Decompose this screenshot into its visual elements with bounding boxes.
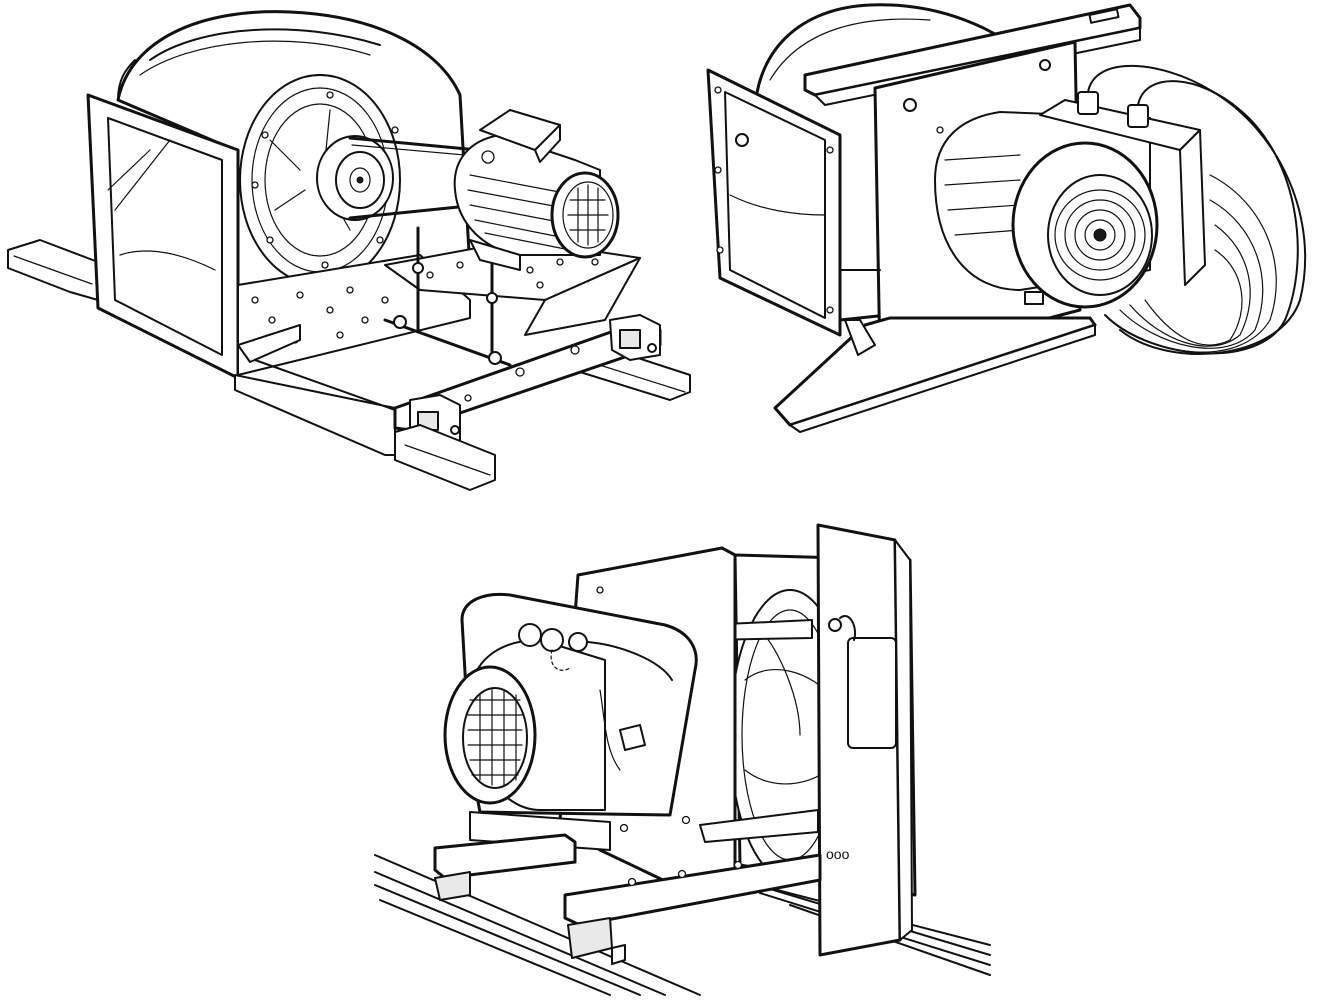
coiled-cables <box>1087 64 1307 355</box>
drive-belt <box>348 136 480 220</box>
base-channel-left <box>433 833 577 901</box>
base-frame <box>234 324 396 456</box>
motor-grille-3 <box>467 689 523 786</box>
tension-rods <box>383 226 512 367</box>
direct-motor <box>934 99 1206 309</box>
motor-fan-grille <box>1054 189 1146 281</box>
plug-fan-illustration: ooo <box>374 523 991 996</box>
direct-drive-fan-illustration <box>706 3 1307 433</box>
plate-marking: ooo <box>826 846 850 862</box>
belt-motor <box>453 109 620 271</box>
outlet-flange-2 <box>706 68 842 337</box>
base-channel-front <box>563 853 822 965</box>
left-base-rail <box>7 239 99 301</box>
mounting-plate: ooo <box>816 523 913 957</box>
base-bracket-2 <box>773 316 1097 433</box>
fan-pulley <box>316 135 394 221</box>
anti-vibration-mount-right <box>609 314 661 361</box>
plug-motor <box>443 592 698 817</box>
belt-driven-fan-illustration <box>7 10 691 491</box>
cable-glands <box>1077 91 1149 128</box>
bottom-base-rail <box>394 424 496 491</box>
